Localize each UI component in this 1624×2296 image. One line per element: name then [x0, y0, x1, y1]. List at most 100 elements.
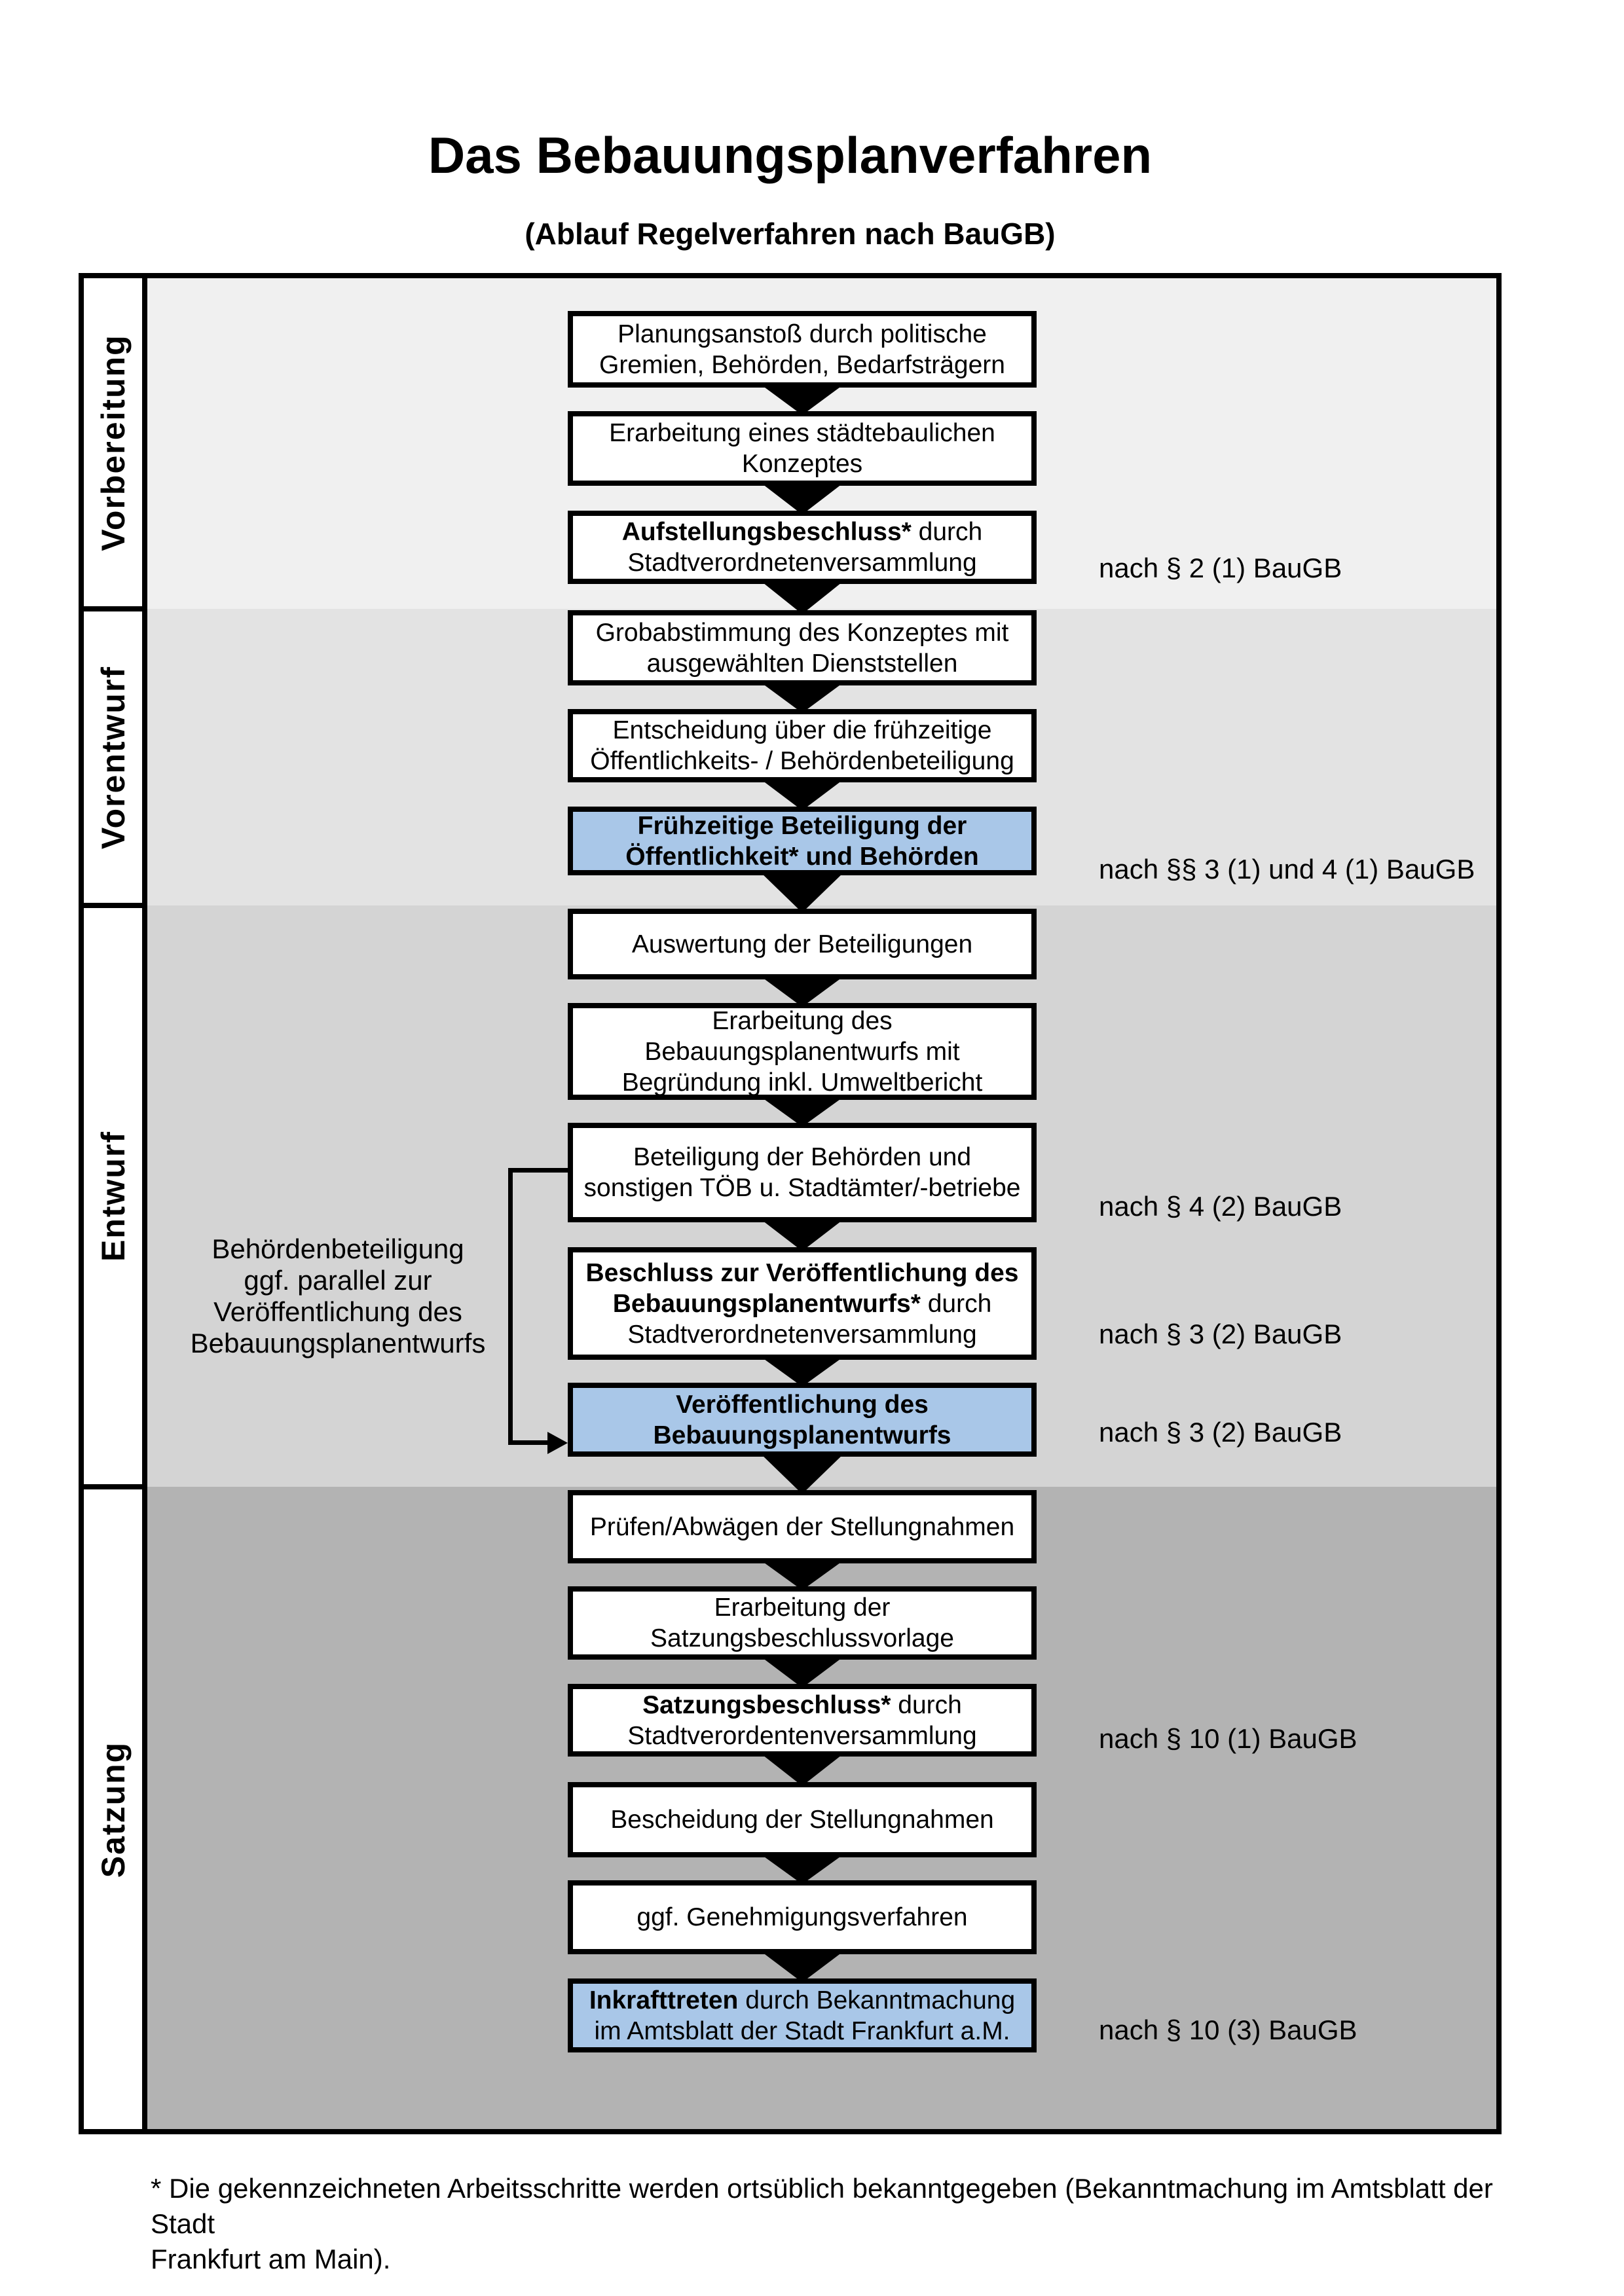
flow-step-text: Satzungsbeschlussvorlage — [650, 1624, 954, 1652]
law-reference: nach § 10 (3) BauGB — [1099, 2014, 1357, 2045]
connector-vertical-segment — [508, 1168, 513, 1445]
phase-label: Vorentwurf — [94, 665, 132, 849]
flow-step-line: Beschluss zur Veröffentlichung des — [586, 1258, 1019, 1288]
phase-label: Vorbereitung — [94, 333, 132, 551]
flow-step-text: Bescheidung der Stellungnahmen — [610, 1806, 994, 1834]
flow-step-line: Begründung inkl. Umweltbericht — [622, 1067, 983, 1098]
flow-step: Prüfen/Abwägen der Stellungnahmen — [568, 1490, 1037, 1563]
phase-cell-separator — [79, 1484, 147, 1489]
flow-step-line: Gremien, Behörden, Bedarfsträgern — [599, 350, 1005, 380]
down-arrow-icon — [760, 871, 845, 913]
flow-step-text: Bebauungsplanentwurfs — [653, 1421, 951, 1449]
flow-step-line: Stadtverordnetenversammlung — [627, 547, 976, 578]
phase-label: Entwurf — [94, 1130, 132, 1262]
flow-step-text: Begründung inkl. Umweltbericht — [621, 1068, 983, 1097]
flow-step-text: Beschluss zur Veröffentlichung des — [585, 1258, 1019, 1287]
phase-cell-separator — [79, 606, 147, 611]
down-arrow-icon — [760, 482, 845, 515]
connector-bottom-segment — [508, 1440, 547, 1445]
flow-step-text: im Amtsblatt der Stadt Frankfurt a.M. — [594, 2016, 1010, 2045]
down-arrow-icon — [760, 682, 845, 713]
side-note-line: Behördenbeteiligung — [212, 1233, 464, 1264]
flow-step-text: ggf. Genehmigungsverfahren — [637, 1903, 968, 1931]
flow-step-text: Stadtverordnetenversammlung — [627, 1320, 977, 1349]
flow-step-text: ausgewählten Dienststellen — [646, 649, 958, 678]
flow-step-line: Beteiligung der Behörden und — [633, 1142, 971, 1173]
flow-step-line: Planungsanstoß durch politische — [618, 319, 987, 350]
down-arrow-icon — [760, 1559, 845, 1590]
side-note-line: ggf. parallel zur — [244, 1265, 432, 1296]
flow-step: Auswertung der Beteiligungen — [568, 909, 1037, 979]
down-arrow-icon — [760, 580, 845, 614]
flow-step-text: durch — [920, 1289, 992, 1318]
law-reference: nach § 10 (1) BauGB — [1099, 1723, 1357, 1754]
flow-step: Bescheidung der Stellungnahmen — [568, 1782, 1037, 1857]
flow-step-text: Veröffentlichung des — [676, 1390, 929, 1419]
flow-step-line: Auswertung der Beteiligungen — [632, 929, 972, 960]
phase-cell-separator — [79, 903, 147, 908]
flow-step-line: Grobabstimmung des Konzeptes mit — [596, 617, 1009, 648]
flow-step-text: Beteiligung der Behörden und — [633, 1143, 972, 1171]
footnote: * Die gekennzeichneten Arbeitsschritte w… — [151, 2171, 1539, 2277]
flow-step-line: Satzungsbeschlussvorlage — [650, 1623, 954, 1654]
flow-step-text: Aufstellungsbeschluss* — [621, 518, 912, 546]
flow-step-line: Öffentlichkeit* und Behörden — [625, 841, 979, 872]
flow-step-text: durch — [891, 1690, 962, 1719]
flow-step-text: Öffentlichkeits- / Behördenbeteiligung — [590, 747, 1014, 775]
phase-cell-3: Entwurf — [84, 908, 142, 1484]
flow-step-line: Frühzeitige Beteiligung der — [638, 811, 967, 841]
footnote-line: * Die gekennzeichneten Arbeitsschritte w… — [151, 2173, 1493, 2239]
side-note-line: Bebauungsplanentwurfs — [190, 1328, 486, 1358]
flow-step-line: Satzungsbeschluss* durch — [642, 1690, 962, 1721]
flow-step-text: Planungsanstoß durch politische — [618, 319, 987, 348]
flow-step-line: Bebauungsplanentwurfs — [653, 1420, 951, 1451]
flow-step-text: durch — [911, 518, 983, 546]
down-arrow-icon — [760, 384, 845, 415]
law-reference: nach § 4 (2) BauGB — [1099, 1191, 1342, 1222]
flow-step-text: Stadtverordnetenversammlung — [627, 549, 977, 577]
phase-column-border — [142, 278, 147, 2129]
flow-step-text: Öffentlichkeit* und Behörden — [625, 842, 979, 871]
flow-step-text: Frühzeitige Beteiligung der — [637, 811, 967, 840]
down-arrow-icon — [760, 1356, 845, 1387]
down-arrow-icon — [760, 1656, 845, 1688]
phase-cell-4: Satzung — [84, 1489, 142, 2129]
flow-step-line: ausgewählten Dienststellen — [647, 648, 958, 679]
flow-step-text: Prüfen/Abwägen der Stellungnahmen — [589, 1512, 1015, 1541]
flow-step-line: sonstigen TÖB u. Stadtämter/-betriebe — [584, 1173, 1021, 1203]
down-arrow-icon — [760, 1950, 845, 1982]
law-reference: nach § 3 (2) BauGB — [1099, 1417, 1342, 1448]
footnote-line: Frankfurt am Main). — [151, 2244, 391, 2274]
flow-step-text: durch Bekanntmachung — [738, 1986, 1016, 2014]
flow-step-line: Erarbeitung eines städtebaulichen — [609, 418, 995, 448]
flow-step-text: Entscheidung über die frühzeitige — [612, 716, 992, 744]
flow-step-text: Grobabstimmung des Konzeptes mit — [595, 618, 1009, 647]
flow-step-text: Satzungsbeschluss* — [642, 1690, 891, 1719]
side-note-line: Veröffentlichung des — [213, 1296, 462, 1327]
down-arrow-icon — [760, 1453, 845, 1494]
connector-arrowhead-icon — [547, 1431, 568, 1454]
law-reference: nach § 3 (2) BauGB — [1099, 1319, 1342, 1349]
flow-step-line: Erarbeitung des — [712, 1006, 892, 1036]
flow-step-line: Bescheidung der Stellungnahmen — [610, 1804, 993, 1835]
flow-step-text: Bebauungsplanentwurfs* — [612, 1289, 921, 1318]
page-subtitle: (Ablauf Regelverfahren nach BauGB) — [525, 217, 1056, 251]
law-reference: nach § 2 (1) BauGB — [1099, 553, 1342, 583]
flow-step-line: Erarbeitung der — [714, 1592, 891, 1623]
flow-step-line: Stadtverordnetenversammlung — [627, 1319, 976, 1350]
flow-step-text: Stadtverordentenversammlung — [627, 1721, 977, 1750]
flow-step-line: Öffentlichkeits- / Behördenbeteiligung — [590, 746, 1014, 776]
